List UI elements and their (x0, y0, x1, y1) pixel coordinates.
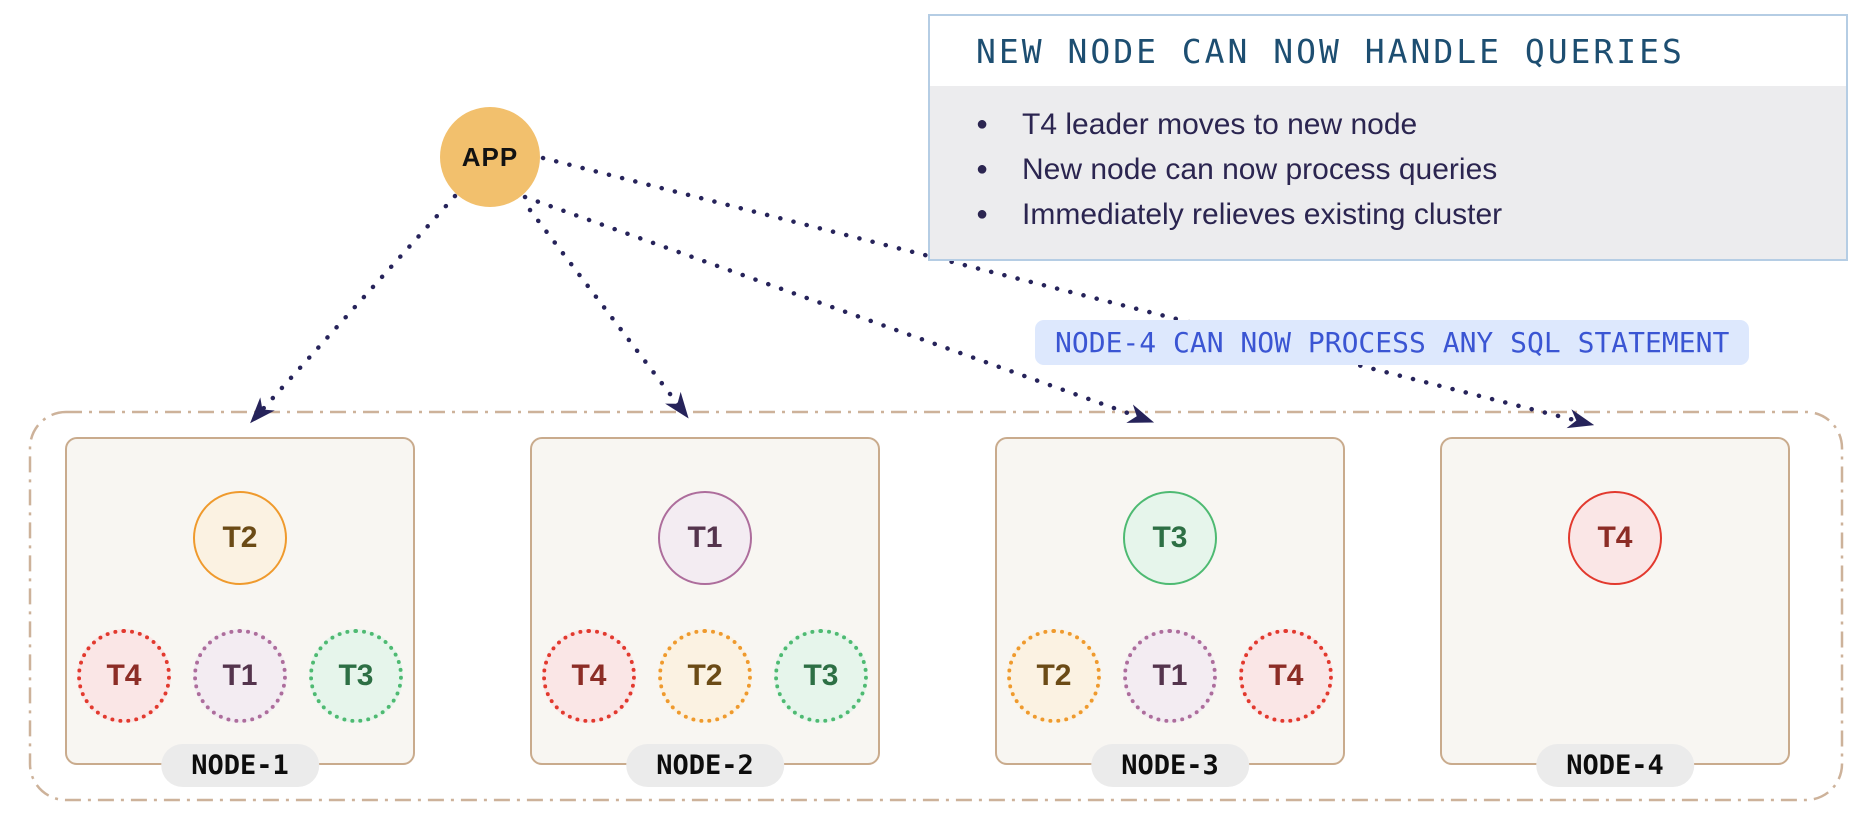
app-node: APP (440, 107, 540, 207)
follower-circle: T4 (77, 629, 171, 723)
arrow-app-to-node3 (522, 194, 1155, 424)
flow-annotation-label: NODE-4 CAN NOW PROCESS ANY SQL STATEMENT (1035, 320, 1750, 365)
followers-row: T2 T1 T4 (997, 629, 1343, 723)
node-box-node-4: T4 NODE-4 (1440, 437, 1790, 787)
follower-circle: T3 (774, 629, 868, 723)
follower-circle: T3 (309, 629, 403, 723)
arrow-app-to-node1 (250, 193, 458, 424)
node-box-node-3: T3 T2 T1 T4 NODE-3 (995, 437, 1345, 787)
follower-circle: T4 (542, 629, 636, 723)
app-label: APP (461, 141, 519, 172)
follower-circle: T4 (1239, 629, 1333, 723)
leader-circle: T1 (658, 491, 752, 585)
node-box-node-1: T2 T4 T1 T3 NODE-1 (65, 437, 415, 787)
leader-circle: T2 (193, 491, 287, 585)
node-label: NODE-4 (1536, 744, 1694, 787)
follower-circle: T1 (193, 629, 287, 723)
arrow-app-to-node2 (527, 207, 689, 419)
cluster-boundary (28, 410, 1844, 802)
callout-bullet-list: T4 leader moves to new node New node can… (970, 102, 1826, 237)
bullet-item: Immediately relieves existing cluster (970, 192, 1826, 237)
node-label: NODE-1 (161, 744, 319, 787)
leader-circle: T3 (1123, 491, 1217, 585)
followers-row: T4 T2 T3 (532, 629, 878, 723)
bullet-item: New node can now process queries (970, 147, 1826, 192)
follower-circle: T2 (1007, 629, 1101, 723)
leader-circle: T4 (1568, 491, 1662, 585)
callout-body: T4 leader moves to new node New node can… (930, 86, 1846, 259)
node-box-node-2: T1 T4 T2 T3 NODE-2 (530, 437, 880, 787)
callout-title: NEW NODE CAN NOW HANDLE QUERIES (976, 32, 1685, 71)
bullet-item: T4 leader moves to new node (970, 102, 1826, 147)
node-label: NODE-3 (1091, 744, 1249, 787)
followers-row: T4 T1 T3 (67, 629, 413, 723)
follower-circle: T1 (1123, 629, 1217, 723)
node-label: NODE-2 (626, 744, 784, 787)
follower-circle: T2 (658, 629, 752, 723)
callout-box: NEW NODE CAN NOW HANDLE QUERIES T4 leade… (928, 14, 1848, 261)
